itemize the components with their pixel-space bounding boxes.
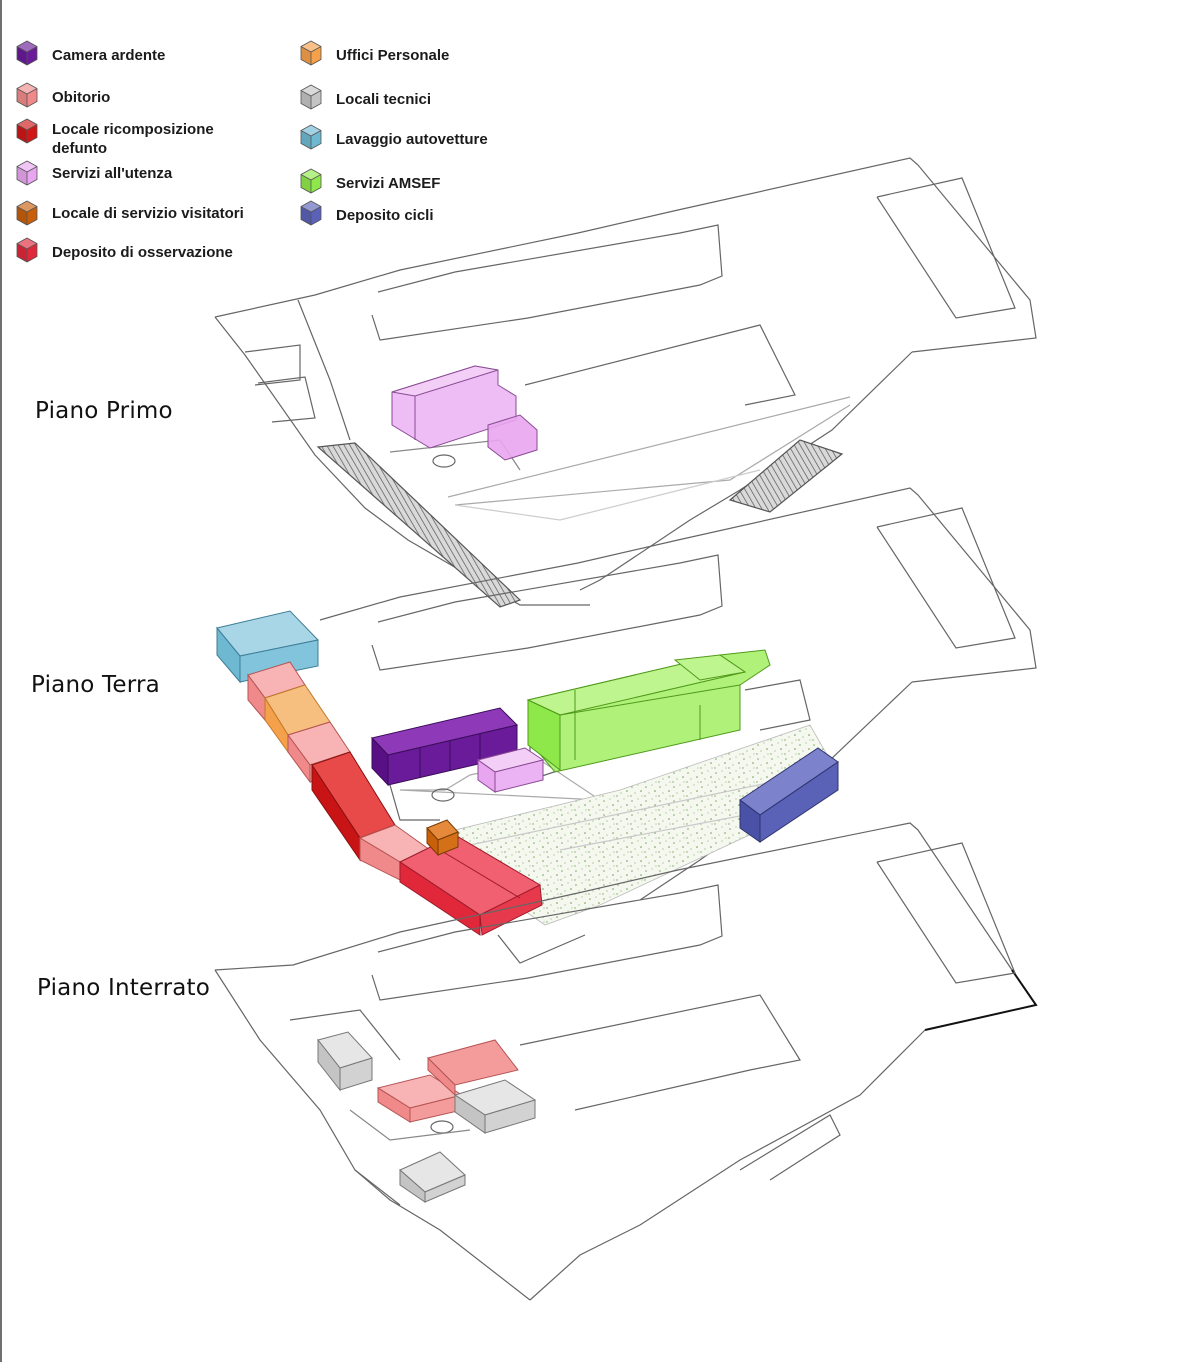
legend-item-deposito-cicli: Deposito cicli xyxy=(300,200,434,226)
cube-icon xyxy=(16,237,38,263)
cube-icon xyxy=(16,200,38,226)
frame-left-border xyxy=(0,0,2,1362)
legend-label: Locale di servizio visitatori xyxy=(52,205,244,222)
legend-item-deposito-osservazione: Deposito di osservazione xyxy=(16,237,233,263)
legend-label: Uffici Personale xyxy=(336,47,450,64)
legend-item-lavaggio-autovetture: Lavaggio autovetture xyxy=(300,124,488,150)
legend-label: Locali tecnici xyxy=(336,91,432,108)
legend-item-uffici-personale: Uffici Personale xyxy=(300,40,450,66)
block-servizi-amsef-terra xyxy=(526,649,771,773)
block-servizi-utenza-terra xyxy=(476,747,545,793)
legend-label: Obitorio xyxy=(52,89,111,106)
legend-label: Servizi AMSEF xyxy=(336,175,441,192)
block-camera-ardente-terra xyxy=(371,707,518,787)
legend-item-servizi-utenza: Servizi all'utenza xyxy=(16,160,173,186)
legend: Camera ardente Obitorio Locale ricomposi… xyxy=(0,0,560,280)
cube-icon xyxy=(16,40,38,66)
floor-plan-primo xyxy=(214,157,1037,608)
block-locale-servizio-visitatori-terra xyxy=(426,819,459,857)
legend-label: Lavaggio autovetture xyxy=(336,131,488,148)
legend-label: Deposito di osservazione xyxy=(52,244,233,261)
legend-item-servizi-amsef: Servizi AMSEF xyxy=(300,168,441,194)
block-servizi-utenza-primo xyxy=(391,365,538,461)
block-locali-tecnici-interrato-3 xyxy=(399,1151,466,1203)
cube-icon xyxy=(300,200,322,226)
legend-label: Locale ricomposizione defunto xyxy=(52,121,214,157)
cube-icon xyxy=(16,118,38,144)
floor-label-interrato: Piano Interrato xyxy=(37,975,211,1001)
cube-icon xyxy=(300,124,322,150)
cube-icon xyxy=(16,82,38,108)
block-obitorio-interrato xyxy=(376,1039,519,1123)
floor-label-primo: Piano Primo xyxy=(35,398,173,424)
block-locali-tecnici-interrato-1 xyxy=(317,1031,373,1092)
legend-item-obitorio: Obitorio xyxy=(16,82,111,108)
legend-label: Deposito cicli xyxy=(336,207,434,224)
legend-item-locale-ricomposizione: Locale ricomposizione defunto xyxy=(16,118,252,158)
legend-item-camera-ardente: Camera ardente xyxy=(16,40,166,66)
legend-label: Servizi all'utenza xyxy=(52,165,173,182)
block-locali-tecnici-interrato-2 xyxy=(453,1079,537,1134)
floor-plan-interrato xyxy=(214,822,1038,1301)
legend-item-locali-tecnici: Locali tecnici xyxy=(300,84,432,110)
cube-icon xyxy=(300,168,322,194)
block-deposito-cicli-terra xyxy=(739,747,839,843)
floor-label-terra: Piano Terra xyxy=(31,672,160,698)
legend-item-locale-servizio-visitatori: Locale di servizio visitatori xyxy=(16,200,244,226)
cube-icon xyxy=(300,84,322,110)
cube-icon xyxy=(16,160,38,186)
cube-icon xyxy=(300,40,322,66)
legend-label: Camera ardente xyxy=(52,47,166,64)
